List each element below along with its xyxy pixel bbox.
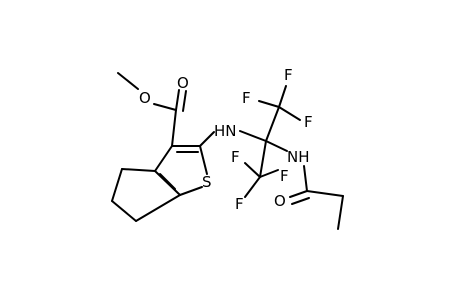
atom-f-upper-1: F bbox=[284, 66, 293, 84]
atom-f-lower-2: F bbox=[280, 167, 289, 185]
atom-nh-amide: NH bbox=[287, 148, 310, 166]
bond-amide-ethyl-2 bbox=[337, 195, 344, 230]
bond-c6-c7a bbox=[135, 194, 181, 222]
bond-methyl-o bbox=[117, 72, 139, 90]
bond-cf3-upper-f2 bbox=[258, 100, 280, 108]
bond-ccentral-cf3-lower bbox=[259, 140, 267, 178]
bond-amide-ethyl-1 bbox=[306, 190, 344, 197]
atom-o-amide: O bbox=[274, 192, 286, 210]
bond-ccentral-cf3-upper bbox=[265, 106, 280, 142]
bond-c4-c5 bbox=[111, 168, 123, 202]
atom-o-ester-single: O bbox=[139, 89, 151, 107]
bond-s-c7a bbox=[179, 186, 203, 196]
bond-amide-nh-carbonyl bbox=[303, 165, 308, 192]
atom-f-lower-1: F bbox=[231, 148, 240, 166]
bond-amide-carbonyl-double-a bbox=[289, 190, 308, 198]
atom-nh-amine: HN bbox=[214, 122, 237, 140]
atom-s-thiophene: S bbox=[202, 173, 212, 191]
atom-f-upper-3: F bbox=[304, 113, 313, 131]
bond-o-carbonyl bbox=[153, 103, 177, 111]
bond-c7a-c3a-inner bbox=[159, 173, 176, 190]
bond-cf3-lower-f1 bbox=[244, 162, 261, 178]
atom-f-lower-3: F bbox=[235, 195, 244, 213]
atom-f-upper-2: F bbox=[242, 89, 251, 107]
bond-cf3-lower-f3 bbox=[244, 176, 261, 198]
bond-amide-carbonyl-double-b bbox=[291, 197, 310, 205]
bond-cf3-lower-f2 bbox=[259, 169, 279, 178]
bond-c7a-c3a bbox=[154, 170, 181, 196]
bond-cf3-upper-f1 bbox=[278, 85, 287, 108]
bond-ccentral-amide-nh bbox=[265, 140, 288, 152]
bond-cf3-upper-f3 bbox=[278, 106, 301, 121]
bond-c3a-c3 bbox=[154, 145, 173, 172]
bond-c5-c6 bbox=[111, 200, 137, 222]
bond-c2-s bbox=[199, 145, 208, 175]
bond-c2-nh bbox=[199, 131, 215, 147]
bond-carbonyl-double-b bbox=[182, 90, 187, 112]
atom-o-ester-double: O bbox=[177, 74, 189, 92]
bond-carbonyl-ring bbox=[171, 109, 177, 147]
bond-carbonyl-double-a bbox=[175, 89, 180, 111]
bond-nh-ccentral bbox=[239, 130, 267, 142]
bond-c3a-c4 bbox=[121, 168, 156, 172]
